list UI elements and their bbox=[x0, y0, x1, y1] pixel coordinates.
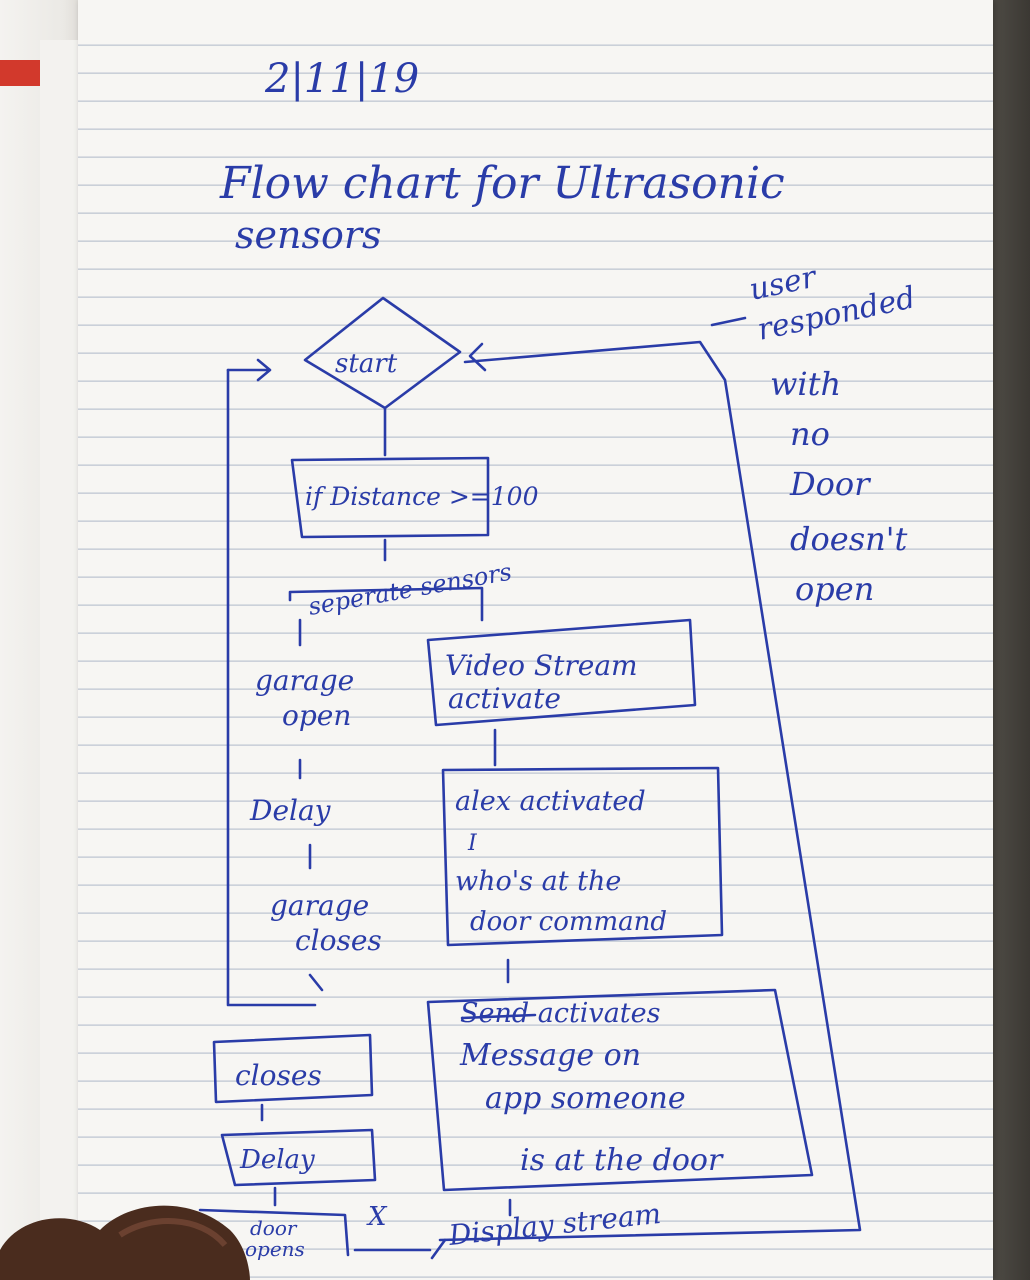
connector-garage-closes bbox=[308, 973, 324, 992]
delay-label: Delay bbox=[249, 794, 332, 827]
delay2-label: Delay bbox=[239, 1145, 315, 1175]
svg-text:I: I bbox=[467, 831, 478, 856]
svg-text:doesn't: doesn't bbox=[790, 520, 908, 558]
start-label: start bbox=[335, 349, 398, 379]
annotation-pointer bbox=[710, 316, 747, 327]
door-opens-label: door opens bbox=[245, 1216, 305, 1261]
garage-open-label: garage open bbox=[255, 664, 354, 732]
svg-text:closes: closes bbox=[295, 924, 382, 957]
svg-text:Send activates: Send activates bbox=[460, 998, 660, 1029]
svg-text:no: no bbox=[790, 415, 830, 453]
door-opens-box bbox=[198, 1208, 350, 1257]
message-box bbox=[426, 988, 814, 1192]
svg-text:is at the door: is at the door bbox=[520, 1143, 724, 1178]
svg-text:garage: garage bbox=[255, 664, 354, 697]
x-mark: X bbox=[366, 1202, 388, 1232]
closes-label: closes bbox=[235, 1059, 322, 1092]
svg-text:with: with bbox=[770, 365, 841, 403]
right-loop-line bbox=[438, 340, 862, 1242]
right-arrow-to-start bbox=[468, 342, 487, 372]
display-stream-bracket bbox=[430, 1198, 512, 1260]
svg-text:Message on: Message on bbox=[459, 1038, 641, 1073]
title-line-2: sensors bbox=[235, 213, 382, 257]
date-text: 2|11|19 bbox=[264, 56, 419, 102]
distance-box bbox=[290, 456, 490, 539]
svg-text:app someone: app someone bbox=[485, 1081, 686, 1116]
svg-text:open: open bbox=[795, 570, 874, 608]
separate-bar bbox=[288, 586, 484, 622]
message-box-label: Send activates Message on app someone is… bbox=[459, 998, 724, 1178]
thumb-shadow bbox=[0, 1205, 250, 1280]
svg-text:garage: garage bbox=[270, 889, 369, 922]
left-loop-line bbox=[226, 368, 317, 1007]
svg-text:who's at the: who's at the bbox=[455, 866, 621, 897]
alexa-box-label: alex activated I who's at the door comma… bbox=[455, 786, 667, 937]
closes-box bbox=[212, 1033, 374, 1104]
svg-text:door: door bbox=[250, 1216, 298, 1240]
title-line-1: Flow chart for Ultrasonic bbox=[219, 158, 785, 209]
svg-text:alex activated: alex activated bbox=[455, 786, 646, 817]
svg-text:open: open bbox=[282, 699, 351, 732]
strike-send bbox=[460, 1013, 537, 1020]
delay2-box bbox=[220, 1128, 377, 1187]
svg-text:door command: door command bbox=[470, 907, 667, 937]
garage-closes-label: garage closes bbox=[270, 889, 382, 957]
distance-label: if Distance >=100 bbox=[305, 482, 539, 511]
video-stream-box bbox=[426, 618, 697, 727]
svg-text:Door: Door bbox=[789, 465, 871, 503]
svg-text:activate: activate bbox=[448, 682, 561, 715]
notebook-page bbox=[78, 0, 993, 1280]
alexa-box bbox=[441, 766, 724, 947]
svg-text:user: user bbox=[746, 259, 820, 307]
video-stream-label: Video Stream activate bbox=[445, 649, 638, 715]
svg-text:opens: opens bbox=[245, 1237, 305, 1261]
annotation-note: user responded with no Door doesn't open bbox=[746, 259, 918, 608]
svg-text:Video Stream: Video Stream bbox=[445, 649, 638, 682]
left-arrow-to-start bbox=[226, 358, 272, 382]
display-stream-label: Display stream bbox=[446, 1197, 662, 1252]
